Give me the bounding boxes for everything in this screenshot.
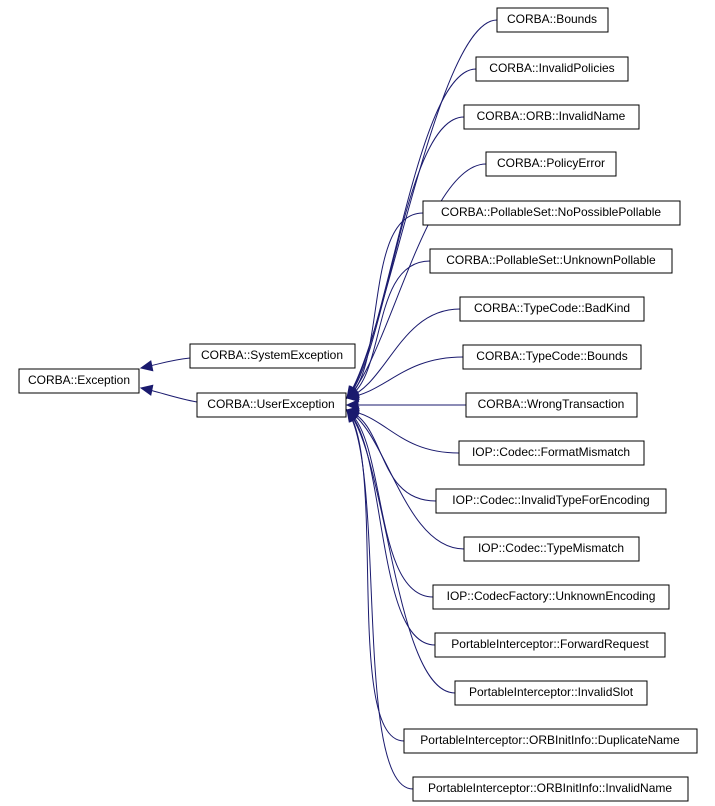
node-label: CORBA::PollableSet::NoPossiblePollable [441, 205, 661, 219]
node-label: CORBA::UserException [207, 397, 334, 411]
edge-child-5 [346, 260, 431, 399]
edge-child-9 [346, 409, 460, 454]
edge-child-1 [346, 68, 477, 399]
edge-child-4 [346, 212, 424, 399]
edge-child-6 [346, 308, 461, 399]
edge-child-13 [346, 409, 436, 646]
node-label: CORBA::ORB::InvalidName [477, 109, 626, 123]
node-label: PortableInterceptor::InvalidSlot [469, 685, 634, 699]
node-portableinterceptor-orbinitinfo-duplicate-name[interactable]: PortableInterceptor::ORBInitInfo::Duplic… [403, 728, 698, 754]
node-label: CORBA::TypeCode::Bounds [476, 349, 627, 363]
node-corba-typecode-bounds[interactable]: CORBA::TypeCode::Bounds [462, 344, 642, 370]
node-label: CORBA::WrongTransaction [478, 397, 625, 411]
edge-child-14 [346, 409, 456, 694]
edge-child-7 [346, 356, 464, 399]
node-corba-orb-invalid-name[interactable]: CORBA::ORB::InvalidName [463, 104, 640, 130]
node-corba-invalid-policies[interactable]: CORBA::InvalidPolicies [475, 56, 629, 82]
node-corba-user-exception[interactable]: CORBA::UserException [196, 392, 347, 418]
inheritance-edges [139, 19, 498, 790]
node-label: IOP::Codec::InvalidTypeForEncoding [452, 493, 649, 507]
node-label: PortableInterceptor::ORBInitInfo::Duplic… [420, 733, 680, 747]
node-label: CORBA::SystemException [201, 348, 343, 362]
node-corba-system-exception[interactable]: CORBA::SystemException [189, 343, 356, 369]
node-label: CORBA::Bounds [507, 12, 597, 26]
edge-child-12 [346, 409, 434, 598]
node-corba-exception[interactable]: CORBA::Exception [18, 368, 140, 394]
node-label: CORBA::TypeCode::BadKind [474, 301, 630, 315]
node-iop-codec-type-mismatch[interactable]: IOP::Codec::TypeMismatch [463, 536, 640, 562]
node-label: CORBA::InvalidPolicies [489, 61, 614, 75]
edge-child-0 [346, 19, 498, 399]
edge-child-16 [346, 409, 414, 790]
node-label: IOP::Codec::FormatMismatch [472, 445, 630, 459]
arrowhead-child-7 [345, 390, 360, 402]
node-corba-policy-error[interactable]: CORBA::PolicyError [485, 151, 617, 177]
node-iop-codecfactory-unknown-encoding[interactable]: IOP::CodecFactory::UnknownEncoding [432, 584, 670, 610]
node-label: CORBA::Exception [28, 373, 130, 387]
node-portableinterceptor-forward-request[interactable]: PortableInterceptor::ForwardRequest [434, 632, 666, 658]
arrowhead-child-16 [346, 409, 359, 423]
node-label: CORBA::PollableSet::UnknownPollable [446, 253, 656, 267]
node-corba-bounds[interactable]: CORBA::Bounds [496, 7, 609, 33]
node-label: CORBA::PolicyError [497, 156, 605, 170]
node-label: PortableInterceptor::ORBInitInfo::Invali… [428, 781, 672, 795]
node-portableinterceptor-invalid-slot[interactable]: PortableInterceptor::InvalidSlot [454, 680, 648, 706]
arrowhead-system [139, 360, 154, 372]
edge-child-11 [346, 409, 465, 550]
node-label: PortableInterceptor::ForwardRequest [451, 637, 649, 651]
edge-child-10 [346, 409, 437, 502]
node-corba-pollableset-no-possible-pollable[interactable]: CORBA::PollableSet::NoPossiblePollable [422, 200, 681, 226]
node-corba-typecode-bad-kind[interactable]: CORBA::TypeCode::BadKind [459, 296, 645, 322]
node-corba-wrong-transaction[interactable]: CORBA::WrongTransaction [465, 392, 638, 418]
edge-child-2 [346, 116, 465, 399]
node-iop-codec-format-mismatch[interactable]: IOP::Codec::FormatMismatch [458, 440, 645, 466]
arrowhead-user [139, 384, 154, 396]
node-iop-codec-invalid-type-for-encoding[interactable]: IOP::Codec::InvalidTypeForEncoding [435, 488, 667, 514]
node-corba-pollableset-unknown-pollable[interactable]: CORBA::PollableSet::UnknownPollable [429, 248, 673, 274]
node-label: IOP::Codec::TypeMismatch [478, 541, 624, 555]
node-portableinterceptor-orbinitinfo-invalid-name[interactable]: PortableInterceptor::ORBInitInfo::Invali… [412, 776, 689, 802]
node-label: IOP::CodecFactory::UnknownEncoding [447, 589, 656, 603]
